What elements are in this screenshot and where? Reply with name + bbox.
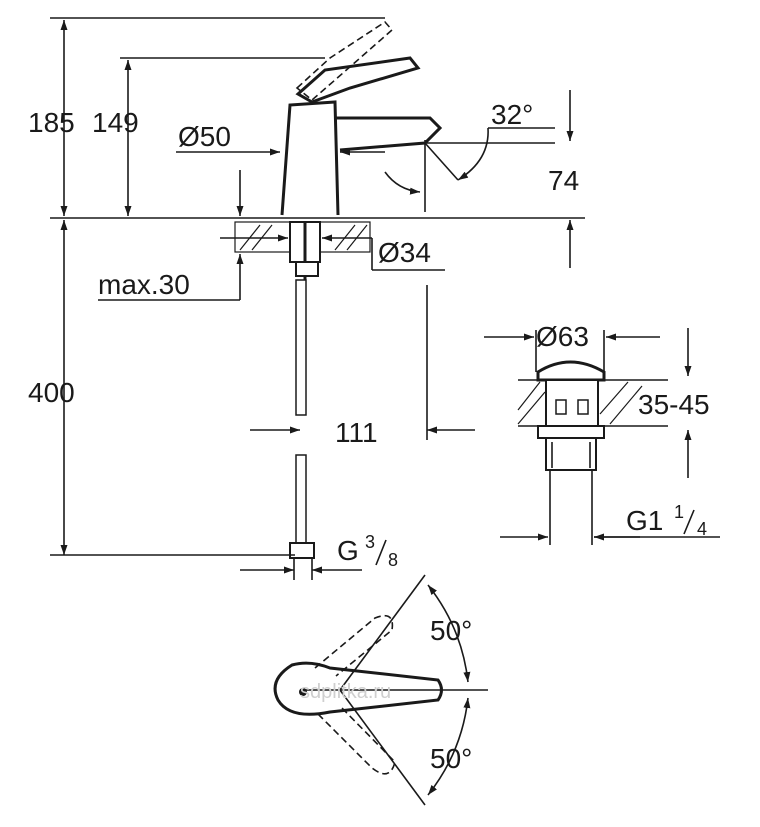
faucet-body: [280, 100, 340, 216]
faucet-side-view: [50, 17, 585, 219]
label-waste-thread-den: 4: [697, 519, 707, 539]
mounting-section: [234, 221, 371, 559]
label-waste-diameter: Ø63: [536, 321, 589, 352]
faucet-top-view: [273, 574, 488, 806]
label-spout-angle: 32°: [491, 99, 533, 130]
label-waste-thickness: 35-45: [638, 389, 710, 420]
waste-valve: [484, 328, 720, 545]
label-rotation-right: 50°: [430, 743, 472, 774]
label-rotation-left: 50°: [430, 615, 472, 646]
label-max-thickness: max.30: [98, 269, 190, 300]
label-outlet-height: 74: [548, 165, 579, 196]
label-spout-reach: 111: [335, 417, 378, 448]
label-waste-thread-num: 1: [674, 502, 684, 522]
vertical-dimensions: [50, 20, 574, 556]
faucet-spout: [335, 116, 443, 152]
faucet-handle: [295, 56, 421, 104]
label-connection-thread-num: 3: [365, 532, 375, 552]
watermark-text: sdplitka.ru: [300, 681, 391, 703]
label-body-diameter: Ø50: [178, 121, 231, 152]
label-connection-thread: G: [337, 535, 359, 566]
label-connection-thread-den: 8: [388, 550, 398, 570]
label-hose-length: 400: [28, 377, 75, 408]
horizontal-dimensions: [176, 148, 475, 580]
label-spout-height: 149: [92, 107, 139, 138]
label-total-height: 185: [28, 107, 75, 138]
label-waste-thread: G1: [626, 505, 663, 536]
handle-open-position: [295, 20, 394, 102]
label-hole-diameter: Ø34: [378, 237, 431, 268]
